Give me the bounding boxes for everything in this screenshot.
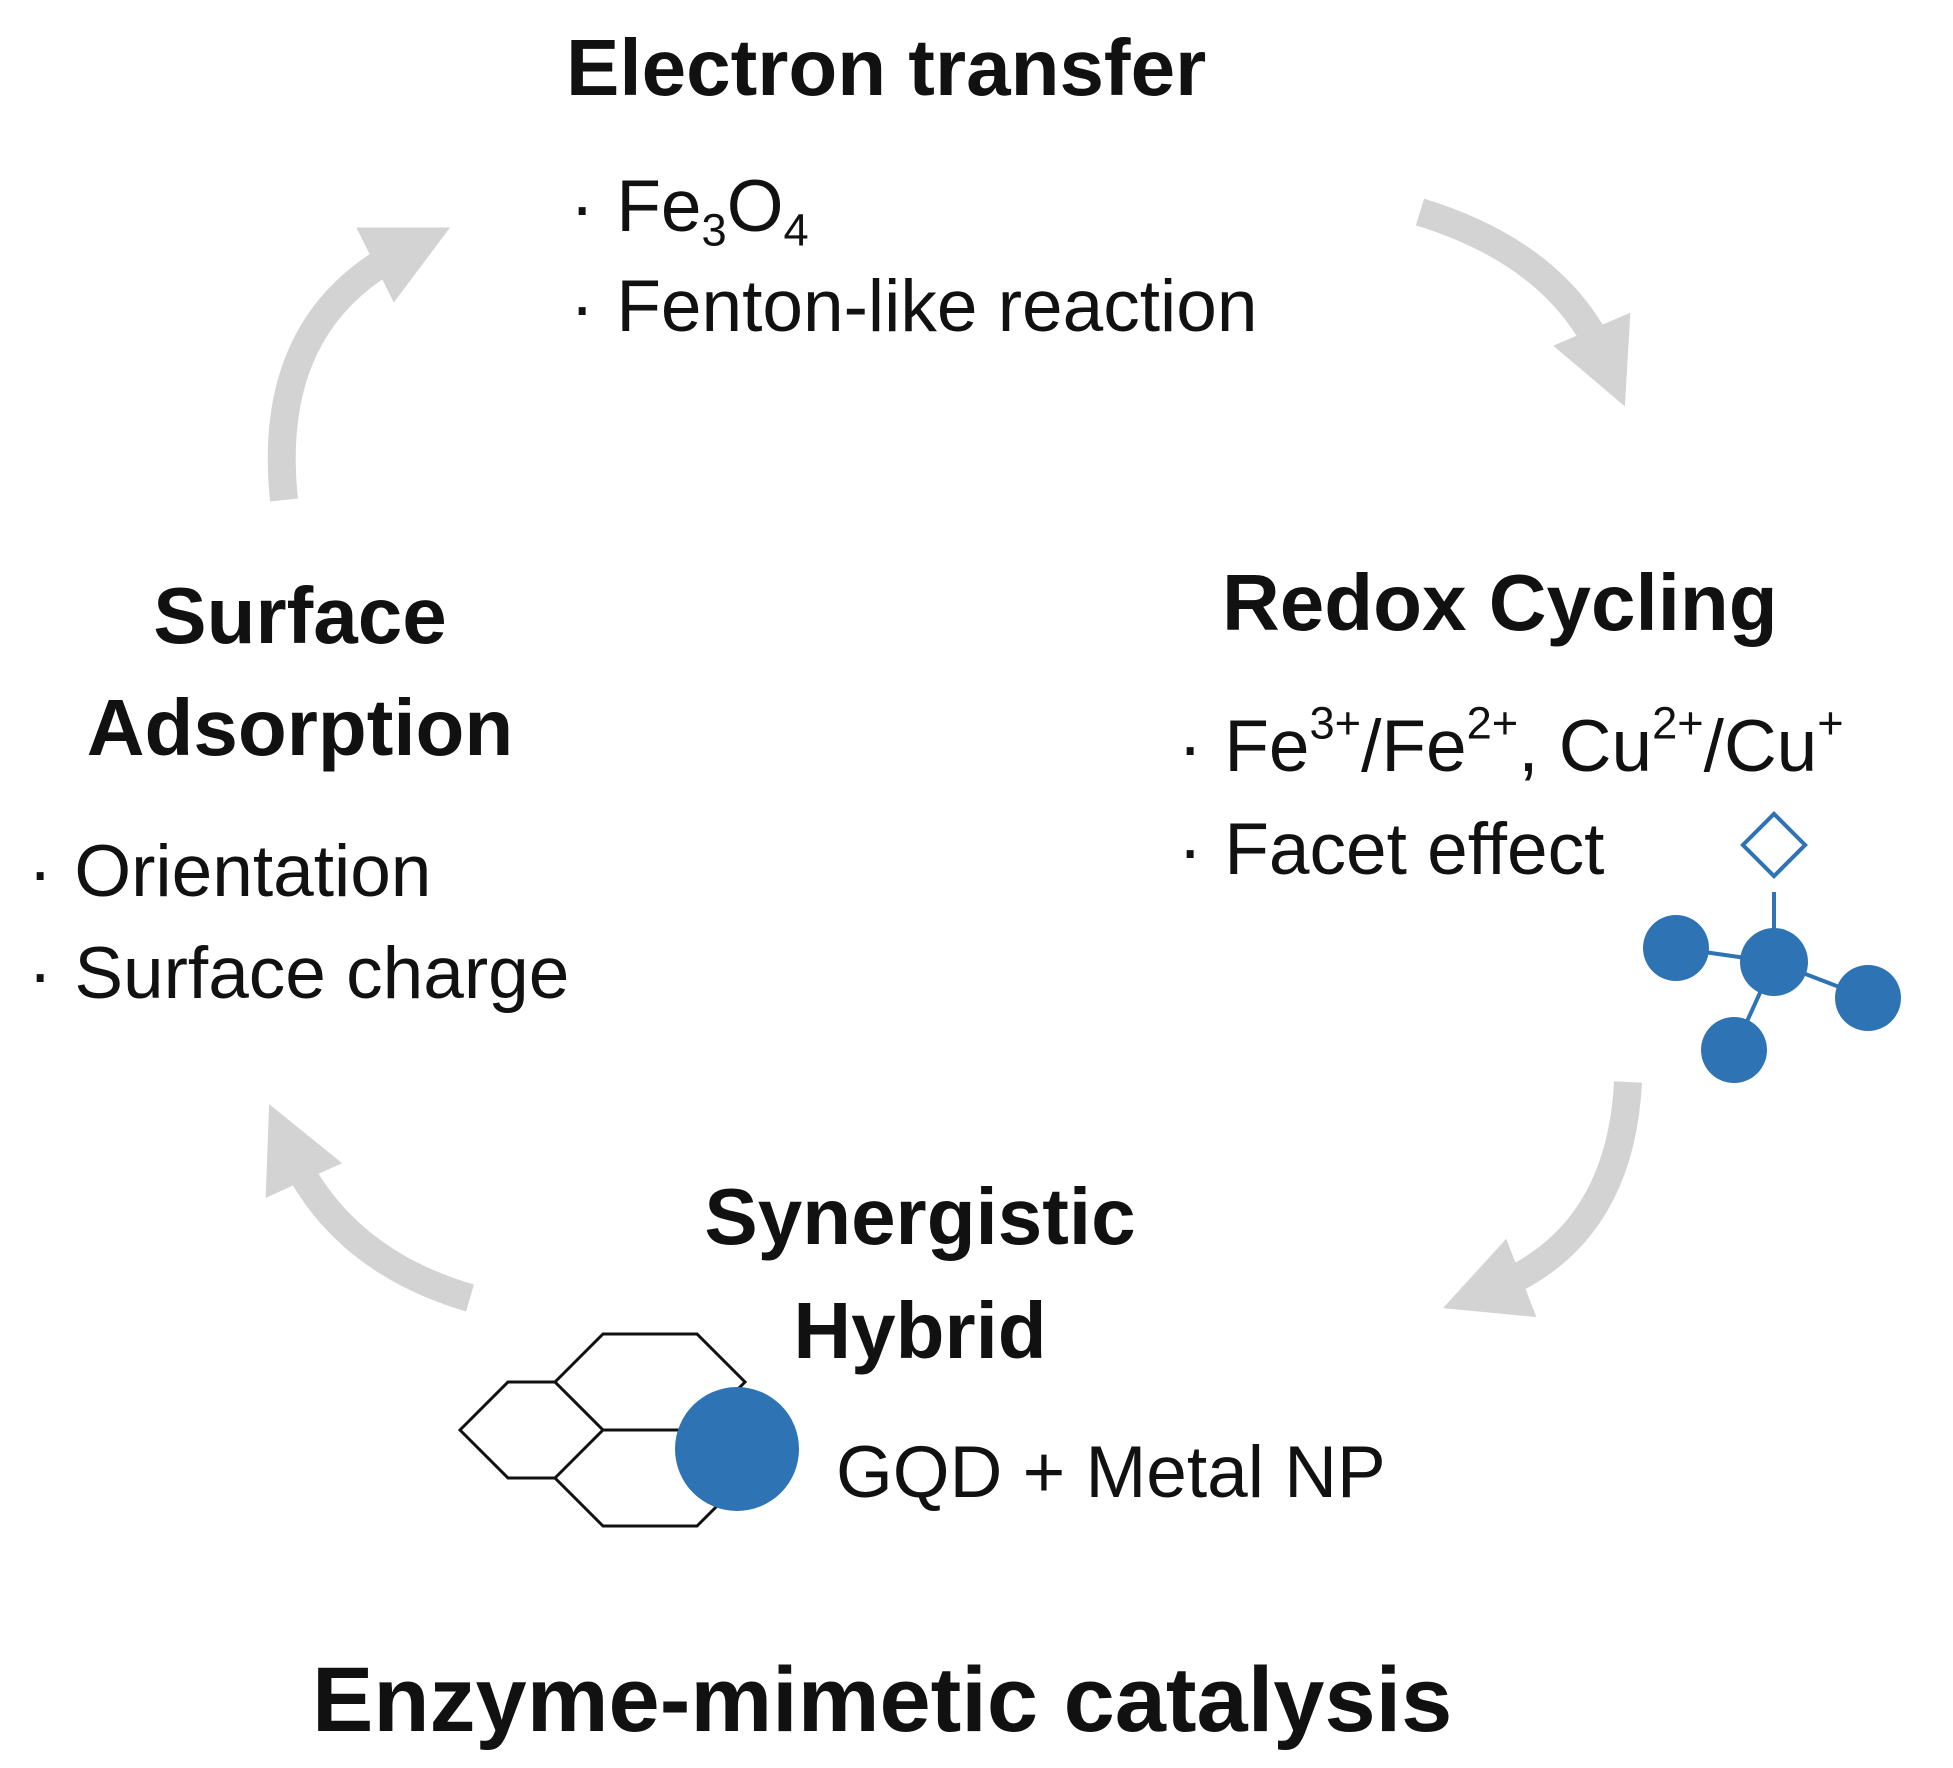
- bullet-dot: ·: [570, 166, 595, 247]
- synergistic-hybrid-title-line1: Synergistic: [704, 1172, 1136, 1261]
- cycle-arrow-electron-to-redox: [1415, 198, 1631, 407]
- surface-adsorption-item-charge: ·Surface charge: [28, 933, 570, 1014]
- bullet-dot: ·: [28, 933, 53, 1014]
- cycle-arrow-adsorption-to-electron: [267, 227, 451, 502]
- atom-node: [1701, 1017, 1767, 1083]
- diagram-footer-title: Enzyme-mimetic catalysis: [312, 1649, 1453, 1751]
- synergistic-hybrid-label: GQD + Metal NP: [836, 1432, 1386, 1513]
- atom-node: [1643, 915, 1709, 981]
- cycle-arrow-redox-to-hybrid: [1442, 1081, 1642, 1318]
- nanoparticle-circle-icon: [675, 1387, 799, 1511]
- bullet-dot: ·: [28, 831, 53, 912]
- electron-transfer-item-fenton: ·Fenton-like reaction: [570, 266, 1258, 347]
- redox-cycling-item-ions: ·Fe3+/Fe2+, Cu2+/Cu+: [1178, 697, 1844, 787]
- bullet-dot: ·: [570, 266, 595, 347]
- synergistic-hybrid-title: Synergistic Hybrid: [630, 1160, 1210, 1388]
- bullet-dot: ·: [1178, 706, 1203, 787]
- redox-cycling-title: Redox Cycling: [1222, 558, 1778, 647]
- bullet-dot: ·: [1178, 809, 1203, 890]
- electron-transfer-title: Electron transfer: [566, 23, 1207, 112]
- atom-node: [1740, 928, 1808, 996]
- synergistic-hybrid-title-line2: Hybrid: [793, 1286, 1047, 1375]
- diamond-node: [1740, 811, 1808, 879]
- atom-node: [1835, 965, 1901, 1031]
- surface-adsorption-title-line1: Surface: [153, 571, 447, 660]
- molecule-icon: [1643, 811, 1901, 1083]
- surface-adsorption-title: Surface Adsorption: [20, 560, 580, 784]
- cycle-arrow-hybrid-to-adsorption: [265, 1104, 474, 1312]
- surface-adsorption-title-line2: Adsorption: [86, 683, 514, 772]
- redox-cycling-item-facet: ·Facet effect: [1178, 809, 1605, 890]
- surface-adsorption-item-orientation: ·Orientation: [28, 831, 432, 912]
- electron-transfer-item-fe3o4: ·Fe3O4: [570, 166, 809, 256]
